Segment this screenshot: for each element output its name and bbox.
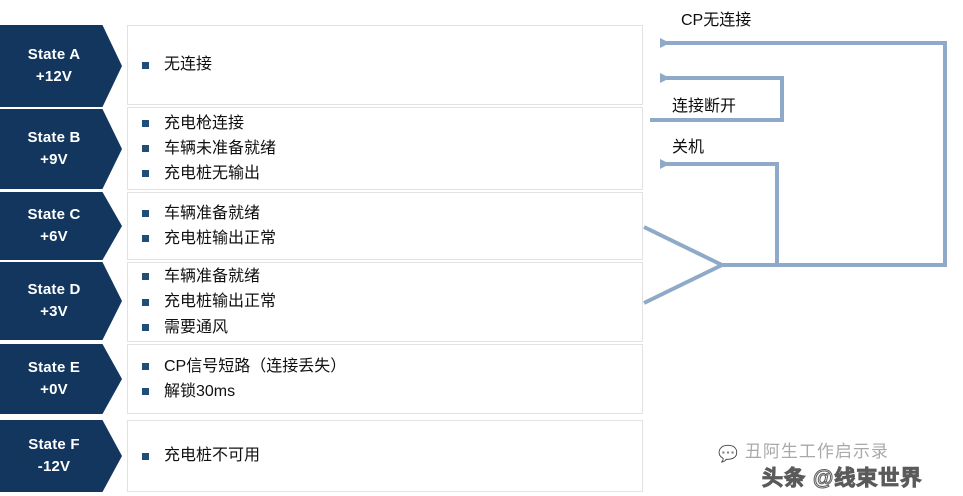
bullet-square-icon: [142, 145, 149, 152]
state-chevron-b[interactable]: State B +9V: [0, 109, 122, 189]
description-box-state-c: 车辆准备就绪 充电桩输出正常: [127, 192, 643, 260]
state-c-voltage: +6V: [40, 228, 68, 245]
state-chevron-e[interactable]: State E +0V: [0, 344, 122, 414]
state-b-voltage: +9V: [40, 151, 68, 168]
description-box-state-b: 充电枪连接 车辆未准备就绪 充电桩无输出: [127, 107, 643, 190]
bullet-square-icon: [142, 235, 149, 243]
state-a-voltage: +12V: [35, 68, 73, 85]
bullet-item: 无连接: [136, 53, 642, 76]
bullet-item: 充电枪连接: [136, 112, 642, 135]
bullet-label: 车辆准备就绪: [164, 268, 261, 286]
state-a-name: State A: [27, 45, 81, 63]
bullet-square-icon: [142, 170, 149, 178]
state-chevron-f[interactable]: State F -12V: [0, 420, 122, 492]
bullet-square-icon: [142, 298, 149, 306]
description-box-state-a: 无连接: [127, 25, 643, 105]
bullet-item: 车辆未准备就绪: [136, 137, 642, 160]
bullet-square-icon: [142, 119, 149, 127]
bullet-item: 车辆准备就绪: [136, 265, 642, 288]
state-d-name: State D: [27, 280, 81, 298]
bullet-label: 无连接: [164, 56, 213, 74]
bullet-square-icon: [142, 323, 149, 331]
bullet-square-icon: [142, 61, 149, 69]
bullet-square-icon: [142, 273, 149, 281]
bullet-label: 充电桩输出正常: [164, 230, 277, 247]
watermark-wechat-text: 丑阿生工作启示录: [744, 442, 889, 461]
state-f-name: State F: [28, 435, 80, 453]
bullet-item: CP信号短路（连接丢失）: [136, 355, 642, 378]
bullet-item: 充电桩输出正常: [136, 227, 642, 250]
state-chevron-c[interactable]: State C +6V: [0, 192, 122, 260]
wechat-icon: 💬: [718, 446, 739, 463]
bullet-square-icon: [142, 452, 149, 460]
state-e-name: State E: [27, 358, 81, 376]
bullet-item: 充电桩无输出: [136, 162, 642, 185]
bullet-label: 车辆准备就绪: [164, 204, 261, 222]
state-chevron-d[interactable]: State D +3V: [0, 262, 122, 340]
state-chevron-a[interactable]: State A +12V: [0, 25, 122, 107]
bullet-label: CP信号短路（连接丢失）: [164, 357, 347, 375]
description-box-state-e: CP信号短路（连接丢失） 解锁30ms: [127, 344, 643, 414]
state-b-name: State B: [27, 128, 81, 146]
bullet-label: 充电枪连接: [164, 114, 245, 132]
state-e-voltage: +0V: [40, 381, 68, 398]
arrow-shutdown: [660, 159, 779, 265]
watermark-toutiao: 头条 @线束世界: [761, 467, 923, 491]
bullet-label: 充电桩输出正常: [164, 293, 277, 311]
bullet-item: 车辆准备就绪: [136, 202, 642, 225]
description-box-state-d: 车辆准备就绪 充电桩输出正常 需要通风: [127, 262, 643, 342]
bullet-label: 充电桩不可用: [164, 447, 261, 465]
transition-label-cp-no-connection: CP无连接: [681, 12, 752, 29]
state-d-voltage: +3V: [40, 303, 68, 320]
description-box-state-f: 充电桩不可用: [127, 420, 643, 492]
bullet-label: 解锁30ms: [164, 383, 236, 400]
state-f-voltage: -12V: [37, 458, 71, 475]
bullet-label: 充电桩无输出: [164, 165, 261, 183]
bullet-label: 需要通风: [164, 318, 229, 336]
bullet-item: 充电桩输出正常: [136, 290, 642, 313]
bullet-label: 车辆未准备就绪: [164, 139, 277, 157]
bullet-square-icon: [142, 388, 149, 396]
bullet-item: 解锁30ms: [136, 380, 642, 403]
watermark-wechat: 💬 丑阿生工作启示录: [718, 437, 889, 464]
bullet-square-icon: [142, 209, 149, 217]
bullet-square-icon: [142, 362, 149, 370]
state-c-name: State C: [27, 205, 81, 223]
transition-label-connection-broken: 连接断开: [672, 98, 737, 115]
merge-lines-from-states: [643, 225, 723, 305]
transition-label-shutdown: 关机: [672, 139, 705, 156]
bullet-item: 需要通风: [136, 316, 642, 339]
bullet-item: 充电桩不可用: [136, 444, 642, 467]
